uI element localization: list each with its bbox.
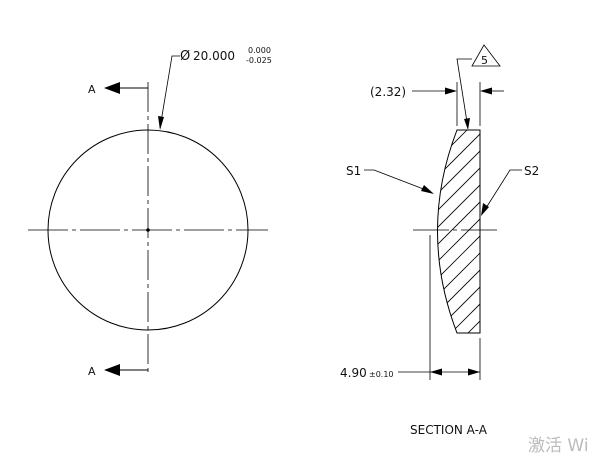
surface-label-s1: S1: [346, 164, 361, 178]
flag-leader-arrow-icon: [464, 118, 470, 130]
hatch-line: [437, 130, 480, 195]
hatch-line: [437, 130, 480, 178]
section-arrow-top-icon: [104, 82, 120, 94]
s2-leader: [485, 169, 522, 209]
hatch-line: [437, 157, 480, 229]
hatch-line: [420, 362, 490, 432]
hatch-line: [437, 259, 480, 331]
surface-label-s2: S2: [524, 164, 539, 178]
center-point: [146, 228, 150, 232]
hatch-line: [437, 242, 480, 314]
section-label-bottom: A: [88, 365, 96, 378]
diameter-leader-arrow-icon: [158, 116, 164, 130]
thickness-arrow-left-icon: [430, 368, 442, 376]
hatch-line: [437, 174, 480, 246]
hatch-line: [437, 310, 480, 333]
hatch-line: [437, 191, 480, 263]
flag-leader: [456, 58, 472, 123]
tolerance-lower: -0.025: [246, 56, 272, 65]
s1-leader: [364, 169, 427, 191]
tolerance-upper: 0.000: [248, 46, 271, 55]
thickness-arrow-right-icon: [468, 368, 480, 376]
dim-arrow-right-icon: [480, 87, 492, 95]
s2-arrow-icon: [481, 203, 489, 216]
hatch-line: [437, 327, 480, 333]
flag-note: 5: [481, 54, 488, 67]
diameter-symbol: Ø: [180, 49, 190, 64]
section-view: (2.32) 5 S1 S2 4.90 ±0.10 SECTION A-A: [340, 44, 539, 449]
s1-arrow-icon: [421, 185, 434, 194]
section-label-top: A: [88, 83, 96, 96]
thickness-value: 4.90: [340, 366, 367, 380]
lens-section-outline: [437, 129, 481, 334]
front-view: A A Ø 20.000 0.000 -0.025: [28, 46, 272, 378]
flag-triangle-icon: [471, 44, 501, 67]
reference-dimension: (2.32): [370, 85, 406, 99]
diameter-value: 20.000: [193, 49, 235, 63]
diameter-leader: [159, 55, 180, 129]
watermark: 激活 Wi: [528, 436, 589, 456]
section-title: SECTION A-A: [410, 423, 488, 437]
hatch-line: [437, 276, 480, 333]
thickness-tolerance: ±0.10: [369, 370, 394, 379]
dim-arrow-left-icon: [445, 87, 457, 95]
hatch-line: [437, 140, 480, 212]
hatch-line: [437, 225, 480, 297]
hatch-line: [420, 345, 490, 415]
section-arrow-bottom-icon: [104, 364, 120, 376]
hatch-line: [437, 208, 480, 280]
hatch-line: [420, 379, 490, 449]
